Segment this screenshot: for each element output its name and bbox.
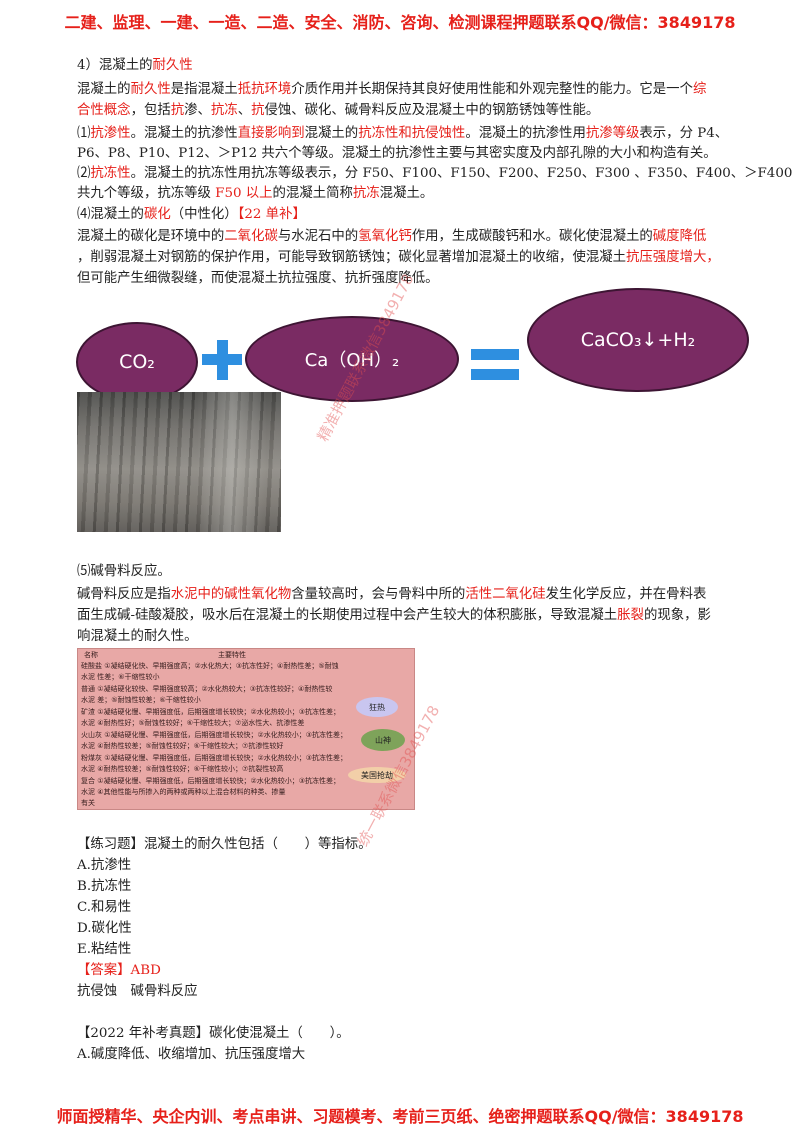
- option-b: B.抗冻性: [77, 879, 132, 894]
- impermeability-line-1: ⑴抗渗性。混凝土的抗渗性直接影响到混凝土的抗冻性和抗侵蚀性。混凝土的抗渗性用抗渗…: [77, 126, 729, 141]
- section-title-prefix: 4）混凝土的: [77, 58, 153, 73]
- calcium-hydroxide-oval: Ca（OH）₂: [245, 316, 459, 402]
- table-row: 硅酸盐 ①凝结硬化快、早期强度高；②水化热大；③抗冻性好；④耐热性差；⑤耐蚀: [81, 662, 339, 670]
- frost-line-2: 共九个等级，抗冻等级 F50 以上的混凝土简称抗冻混凝土。: [77, 186, 434, 201]
- frost-line-1: ⑵抗冻性。混凝土的抗冻性用抗冻等级表示，分 F50、F100、F150、F200…: [77, 166, 793, 181]
- table-row: 水泥 ④其他性能与所掺入的两种或两种以上混合材料的种类、掺量: [81, 788, 286, 796]
- aar-title: ⑸碱骨料反应。: [77, 564, 171, 579]
- option-a-2: A.碱度降低、收缩增加、抗压强度增大: [77, 1047, 306, 1062]
- carbonation-line-3: 但可能产生细微裂缝，而使混凝土抗拉强度、抗折强度降低。: [77, 271, 439, 286]
- table-row: 火山灰 ①凝结硬化慢、早期强度低，后期强度增长较快；②水化热较小；③抗冻性差；: [81, 731, 348, 739]
- answer-text: 【答案】ABD: [77, 963, 161, 978]
- table-row: 有关: [81, 799, 95, 807]
- section-title: 4）混凝土的耐久性: [77, 56, 193, 76]
- practice-question-1: 【练习题】混凝土的耐久性包括（ ）等指标。: [77, 837, 372, 852]
- co2-oval: CO₂: [76, 322, 198, 402]
- table-row: 水泥 ④耐热性较差；⑤耐蚀性较好；⑥干缩性较小；⑦抗裂性较高: [81, 765, 284, 773]
- impermeability-line-2: P6、P8、P10、P12、＞P12 共六个等级。混凝土的抗渗性主要与其密实度及…: [77, 146, 717, 161]
- option-c: C.和易性: [77, 900, 132, 915]
- table-row: 水泥 ④耐热性好；⑤耐蚀性较好；⑥干缩性较大；⑦泌水性大、抗渗性差: [81, 719, 305, 727]
- equals-icon: [471, 349, 519, 381]
- option-e: E.粘结性: [77, 942, 132, 957]
- cloud-label: 山神: [361, 729, 405, 751]
- aar-line-3: 响混凝土的耐久性。: [77, 629, 198, 644]
- table-row: 粉煤灰 ①凝结硬化慢、早期强度低，后期强度增长较快；②水化热较小；③抗冻性差；: [81, 754, 348, 762]
- table-header-name: 名称: [84, 651, 98, 659]
- table-row: 矿渣 ①凝结硬化慢、早期强度低，后期强度增长较快；②水化热较小；③抗冻性差；: [81, 708, 341, 716]
- option-a: A.抗渗性: [77, 858, 132, 873]
- cloud-label: 美国抢劫: [348, 767, 406, 783]
- option-d: D.碳化性: [77, 921, 132, 936]
- cloud-label: 狂热: [356, 697, 398, 717]
- table-row: 水泥 ④耐热性较差；⑤耐蚀性较好；⑥干缩性较大；⑦抗渗性较好: [81, 742, 284, 750]
- aar-line-1: 碱骨料反应是指水泥中的碱性氧化物含量较高时，会与骨料中所的活性二氧化硅发生化学反…: [77, 587, 707, 602]
- table-row: 普通 ①凝结硬化较快、早期强度较高；②水化热较大；③抗冻性较好；④耐热性较: [81, 685, 333, 693]
- section-title-highlight: 耐久性: [152, 58, 193, 73]
- intro-line-1: 混凝土的耐久性是指混凝土抵抗环境介质作用并长期保持其良好使用性能和外观完整性的能…: [77, 82, 707, 97]
- answer-note: 抗侵蚀 碱骨料反应: [77, 984, 198, 999]
- carbonation-line-2: ，削弱混凝土对钢筋的保护作用，可能导致钢筋锈蚀；碳化显著增加混凝土的收缩，使混凝…: [77, 250, 720, 265]
- table-row: 复合 ①凝结硬化慢、早期强度低，后期强度增长较快；②水化热较小；③抗冻性差；: [81, 777, 341, 785]
- plus-icon: [202, 340, 242, 380]
- intro-line-2: 合性概念，包括抗渗、抗冻、抗侵蚀、碳化、碱骨料反应及混凝土中的钢筋锈蚀等性能。: [77, 103, 600, 118]
- carbonation-line-1: 混凝土的碳化是环境中的二氧化碳与水泥石中的氢氧化钙作用，生成碳酸钙和水。碳化使混…: [77, 229, 707, 244]
- calcium-carbonate-oval: CaCO₃↓+H₂: [527, 288, 749, 392]
- table-row: 水泥 差；⑤耐蚀性较差；⑥干缩性较小: [81, 696, 201, 704]
- table-header-features: 主要特性: [218, 651, 246, 659]
- header-banner: 二建、监理、一建、一造、二造、安全、消防、咨询、检测课程押题联系QQ/微信：38…: [64, 13, 736, 32]
- practice-question-2: 【2022 年补考真题】碳化使混凝土（ ）。: [77, 1026, 350, 1041]
- carbonation-title: ⑷混凝土的碳化（中性化）【22 单补】: [77, 207, 306, 222]
- concrete-wall-photo: [77, 392, 281, 532]
- cement-characteristics-table: 名称 主要特性 硅酸盐 ①凝结硬化快、早期强度高；②水化热大；③抗冻性好；④耐热…: [77, 648, 415, 810]
- table-row: 水泥 性差；⑥干缩性较小: [81, 673, 160, 681]
- aar-line-2: 面生成碱-硅酸凝胶，吸水后在混凝土的长期使用过程中会产生较大的体积膨胀，导致混凝…: [77, 608, 711, 623]
- footer-banner: 师面授精华、央企内训、考点串讲、习题模考、考前三页纸、绝密押题联系QQ/微信：3…: [56, 1107, 744, 1126]
